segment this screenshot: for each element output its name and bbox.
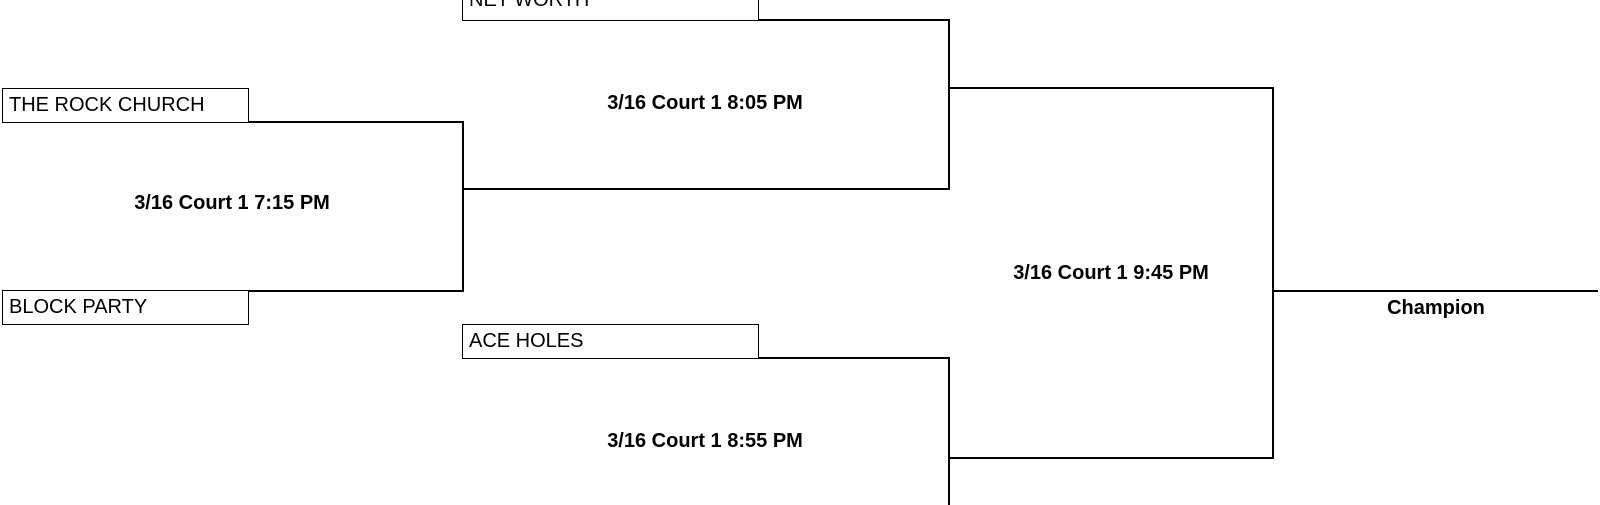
- bracket-line: [247, 121, 464, 123]
- bracket-line: [1272, 87, 1274, 459]
- game-label-3: 3/16 Court 1 8:55 PM: [607, 430, 803, 452]
- bracket-line: [948, 457, 1274, 459]
- bracket-line: [1272, 290, 1598, 292]
- bracket-line: [948, 19, 950, 190]
- bracket-line: [462, 188, 950, 190]
- champion-label: Champion: [1387, 297, 1485, 319]
- team-slot-the-rock-church[interactable]: THE ROCK CHURCH: [2, 88, 249, 123]
- team-slot-ace-holes[interactable]: ACE HOLES: [462, 324, 759, 359]
- bracket-line: [948, 357, 950, 505]
- team-slot-net-worth[interactable]: NET WORTH: [462, 0, 759, 21]
- bracket-line: [462, 121, 464, 292]
- bracket-line: [757, 19, 950, 21]
- game-label-1: 3/16 Court 1 7:15 PM: [134, 192, 330, 214]
- team-slot-block-party[interactable]: BLOCK PARTY: [2, 290, 249, 325]
- game-label-2: 3/16 Court 1 8:05 PM: [607, 92, 803, 114]
- bracket-line: [948, 87, 1274, 89]
- bracket-line: [757, 357, 950, 359]
- bracket-line: [247, 290, 464, 292]
- game-label-final: 3/16 Court 1 9:45 PM: [1013, 262, 1209, 284]
